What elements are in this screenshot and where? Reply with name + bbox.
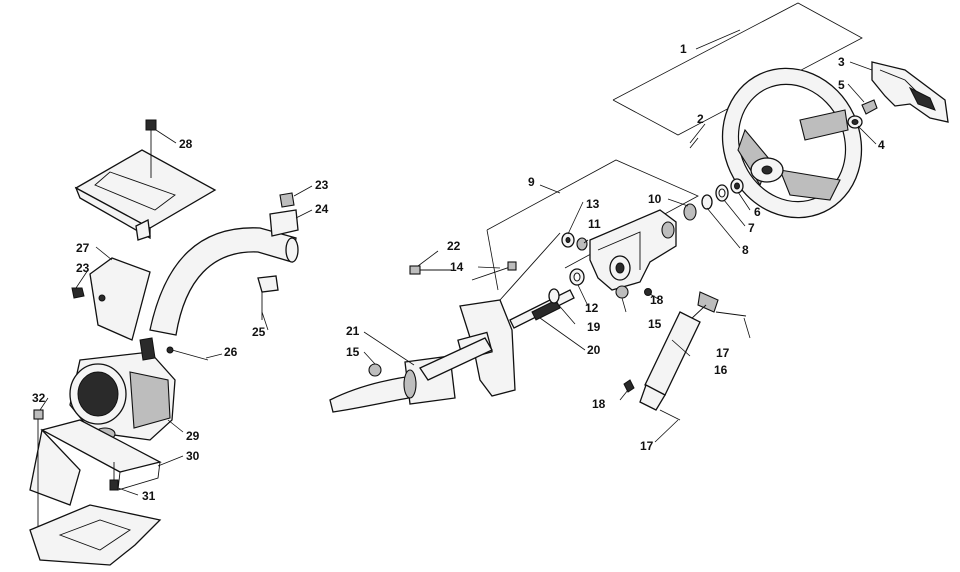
bracket-frame-9-left (486, 229, 499, 291)
callout-10: 10 (648, 192, 662, 206)
callout-15-upper: 15 (648, 317, 662, 331)
callout-23-top: 23 (315, 178, 329, 192)
callout-28: 28 (179, 137, 193, 151)
callout-13: 13 (586, 197, 600, 211)
power-steering-unit (69, 337, 176, 441)
washer-stack (683, 178, 744, 221)
floor-plate (29, 504, 162, 566)
callout-18-lower: 18 (592, 397, 606, 411)
nut-23-top (279, 192, 295, 208)
bushing-11 (576, 237, 588, 251)
callout-20: 20 (587, 343, 601, 357)
callout-5: 5 (838, 78, 845, 92)
callout-24: 24 (315, 202, 329, 216)
callout-7: 7 (748, 221, 755, 235)
floor-plate-detail (58, 519, 132, 551)
callout-4: 4 (878, 138, 885, 152)
callout-18-upper: 18 (650, 293, 664, 307)
callout-25: 25 (252, 325, 266, 339)
callout-11: 11 (588, 217, 601, 231)
bolt-25 (257, 275, 279, 320)
nut-part-4 (847, 115, 863, 129)
bolt-31 (109, 462, 119, 491)
callout-16: 16 (714, 363, 728, 377)
callout-19: 19 (587, 320, 601, 334)
callout-2: 2 (697, 112, 704, 126)
callout-6: 6 (754, 205, 761, 219)
clip-18-lower (623, 379, 635, 393)
nut-15-lower (368, 363, 382, 377)
callout-17-lower: 17 (640, 439, 654, 453)
bushing-13 (561, 232, 575, 248)
steering-wheel (721, 67, 863, 219)
bolt-14 (471, 261, 517, 281)
callout-15-lower: 15 (346, 345, 360, 359)
callout-21: 21 (346, 324, 360, 338)
steering-shaft (509, 288, 575, 329)
callout-23-left: 23 (76, 261, 90, 275)
callout-1: 1 (680, 42, 687, 56)
callout-9: 9 (528, 175, 535, 189)
callout-12: 12 (585, 301, 599, 315)
clamp-24 (269, 209, 299, 237)
callout-3: 3 (838, 55, 845, 69)
nut-23-left (71, 287, 85, 299)
horn-cover (871, 61, 949, 123)
bolt-17-lower (659, 409, 681, 421)
pin-26 (166, 346, 209, 361)
callout-8: 8 (742, 243, 749, 257)
bushing-12 (569, 268, 585, 286)
callout-32: 32 (32, 391, 46, 405)
key-part (861, 99, 878, 115)
callout-17-upper: 17 (716, 346, 730, 360)
upper-frame-bracket (74, 149, 217, 241)
bracket-27 (89, 257, 151, 341)
clip-18-upper (644, 288, 652, 296)
column-housing (589, 209, 677, 291)
bolt-32 (33, 409, 44, 540)
callout-31: 31 (142, 489, 156, 503)
column-tube-21 (329, 337, 493, 413)
lower-bracket-30 (29, 419, 162, 506)
nut-15-upper (615, 285, 629, 299)
callout-22: 22 (447, 239, 461, 253)
bolt-22 (409, 265, 452, 275)
callout-30: 30 (186, 449, 200, 463)
bolt-17-upper (715, 311, 747, 317)
callout-26: 26 (224, 345, 238, 359)
callout-27: 27 (76, 241, 90, 255)
screw-part-2 (689, 137, 699, 149)
cotter-pin-14 (499, 232, 561, 301)
steering-damper (639, 291, 719, 411)
callout-29: 29 (186, 429, 200, 443)
bent-steering-tube (149, 227, 299, 336)
bolt-28 (145, 119, 157, 178)
callout-14: 14 (450, 260, 464, 274)
bracket-frame-1 (612, 2, 863, 136)
leader-lines (39, 29, 877, 496)
